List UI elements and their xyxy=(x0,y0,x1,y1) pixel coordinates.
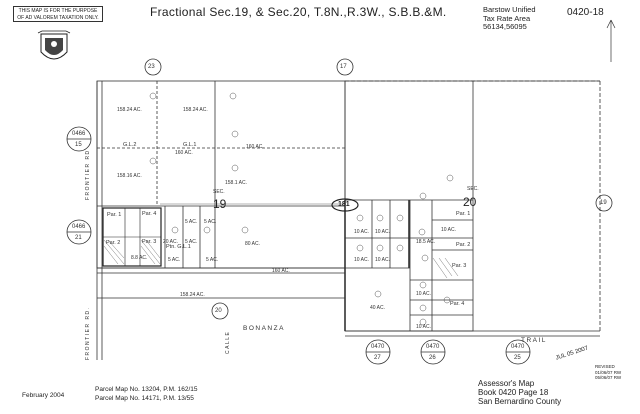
adjacent-page-top[interactable]: 0470 xyxy=(511,344,525,350)
acreage-label: 10 AC. xyxy=(416,291,432,297)
tax-rate-area-label: Tax Rate Area xyxy=(483,13,531,23)
tax-district-block: Barstow Unified Tax Rate Area 56134,5609… xyxy=(483,5,536,32)
section-corner-19: 19 xyxy=(600,200,607,206)
acreage-label: 10 AC. xyxy=(375,257,391,263)
road-circle-label: 181 xyxy=(338,201,350,208)
revision-notes: REVISED 01/06/07 RW 05/06/07 RW xyxy=(595,364,622,380)
acreage-label: 80 AC. xyxy=(245,241,261,247)
acreage-label: 160 AC. xyxy=(175,150,193,156)
acreage-label: 160 AC. xyxy=(272,268,290,274)
county-seal-icon xyxy=(37,30,71,60)
acreage-label: 5 AC. xyxy=(206,257,219,263)
acreage-label: 10 AC. xyxy=(375,229,391,235)
tract-subdivision-block xyxy=(102,207,162,267)
section-corner-17: 17 xyxy=(340,64,347,70)
acreage-label: 18.5 AC. xyxy=(416,239,436,245)
adjacent-page-bottom[interactable]: 26 xyxy=(429,355,436,361)
acreage-label: 20 AC. xyxy=(163,239,179,245)
parcel-label: Par. 3 xyxy=(142,239,157,245)
parcel-map-references: Parcel Map No. 13204, P.M. 162/15 Parcel… xyxy=(95,386,198,402)
tax-rate-area-codes: 56134,56095 xyxy=(483,22,527,31)
adjacent-page-bottom[interactable]: 25 xyxy=(514,355,521,361)
acreage-label: 10 AC. xyxy=(441,227,457,233)
assessor-title: Assessor's Map xyxy=(478,379,535,388)
acreage-label: 40 AC. xyxy=(370,305,386,311)
parcel-label: Par. 2 xyxy=(456,242,471,248)
adjacent-page-top[interactable]: 0466 xyxy=(72,224,86,230)
parcel-label: Par. 1 xyxy=(456,211,471,217)
road-trail: TRAIL xyxy=(521,337,547,344)
road-calle: CALLE xyxy=(225,330,231,354)
adjacent-page-top[interactable]: 0470 xyxy=(426,344,440,350)
parcel-label: Par. 4 xyxy=(142,211,157,217)
adjacent-page-bottom[interactable]: 27 xyxy=(374,355,381,361)
section-20-number: 20 xyxy=(463,195,477,209)
parcel-label: Par. 4 xyxy=(450,301,465,307)
adjacent-page-bottom[interactable]: 21 xyxy=(75,235,82,241)
acreage-label: 158.24 AC. xyxy=(117,107,142,113)
gov-lot-label: G.L.2 xyxy=(123,142,137,148)
gov-lot-label: G.L.1 xyxy=(183,142,197,148)
assessor-county: San Bernardino County xyxy=(478,397,562,406)
map-page-code: 0420-18 xyxy=(567,7,604,18)
district-name: Barstow Unified xyxy=(483,5,536,14)
road-bonanza: BONANZA xyxy=(243,325,285,332)
section-19-number: 19 xyxy=(213,197,227,211)
parcel-label: Par. 2 xyxy=(106,240,121,246)
acreage-label: 5 AC. xyxy=(168,257,181,263)
section-20-label: SEC. xyxy=(467,186,479,192)
acreage-label: 5 AC. xyxy=(204,219,217,225)
section-corner-20: 20 xyxy=(215,308,222,314)
acreage-label: 158.16 AC. xyxy=(117,173,142,179)
acreage-label: 158.24 AC. xyxy=(183,107,208,113)
acreage-label: 158.24 AC. xyxy=(180,292,205,298)
acreage-label: 158.1 AC. xyxy=(225,180,247,186)
map-title: Fractional Sec.19, & Sec.20, T.8N.,R.3W.… xyxy=(150,5,447,19)
parcel-label: Par. 3 xyxy=(452,263,467,269)
acreage-label: 10 AC. xyxy=(354,229,370,235)
adjacent-page-bottom[interactable]: 15 xyxy=(75,142,82,148)
parcel-label: Par. 1 xyxy=(107,212,122,218)
acreage-label: 10 AC. xyxy=(354,257,370,263)
acreage-label: 160 AC. xyxy=(246,144,264,150)
acreage-label: 10 AC. xyxy=(416,324,432,330)
acreage-label: 8.8 AC. xyxy=(131,255,148,261)
north-arrow xyxy=(606,19,616,62)
road-frontier-upper: FRONTIER RD xyxy=(85,149,91,200)
section-corner-23: 23 xyxy=(148,64,155,70)
assessor-book-page: Book 0420 Page 18 xyxy=(478,388,549,397)
adjacent-page-top[interactable]: 0466 xyxy=(72,131,86,137)
road-frontier-lower: FRONTIER RD. xyxy=(85,306,91,360)
adjacent-page-top[interactable]: 0470 xyxy=(371,344,385,350)
section-19-label: SEC. xyxy=(213,189,225,195)
map-date: February 2004 xyxy=(22,392,65,399)
disclaimer-box: THIS MAP IS FOR THE PURPOSE OF AD VALORE… xyxy=(13,6,103,22)
acreage-label: 5 AC. xyxy=(185,219,198,225)
assessor-map-caption: Assessor's Map Book 0420 Page 18 San Ber… xyxy=(478,379,561,406)
gov-lot-label: Ptn. G.L.1 xyxy=(166,244,191,250)
acreage-label: 5 AC. xyxy=(185,239,198,245)
